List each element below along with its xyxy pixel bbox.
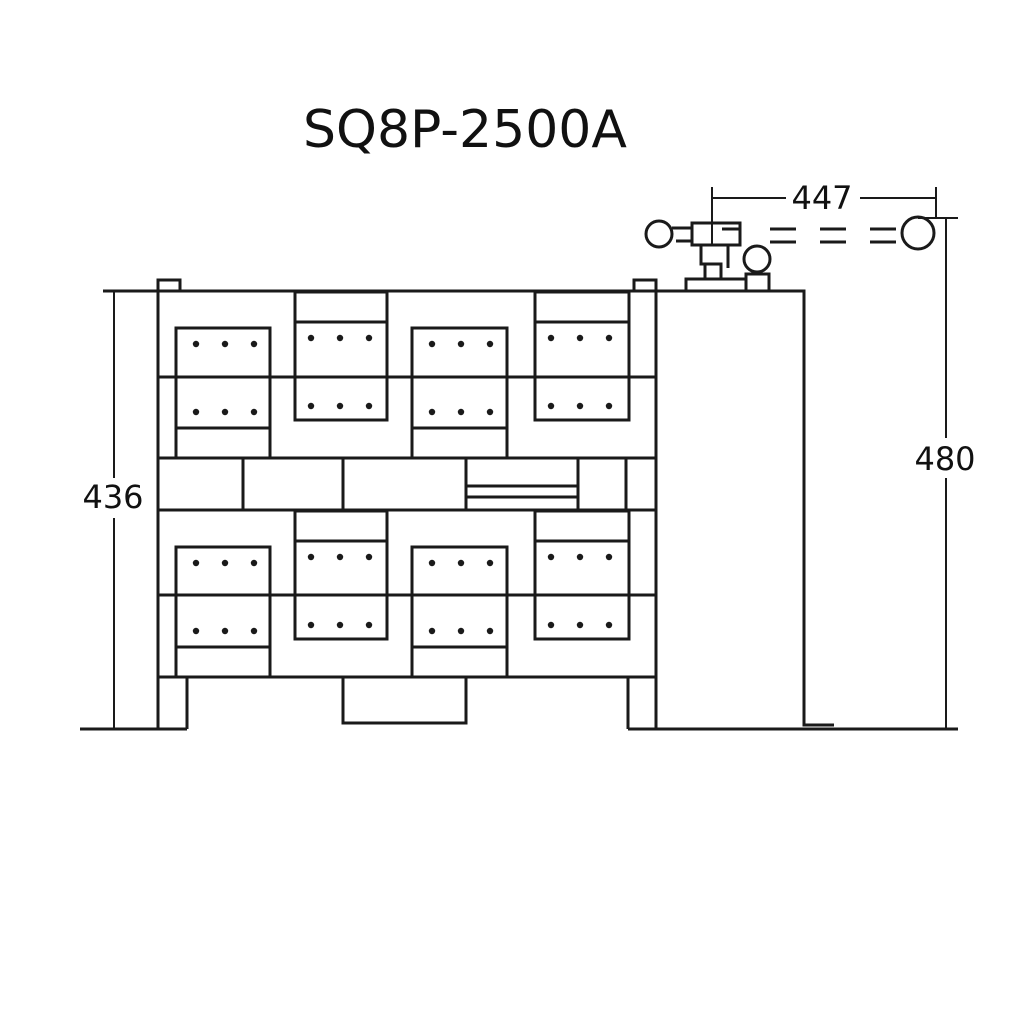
- terminal-dot-icon: [486, 408, 494, 416]
- terminal-dot-icon: [428, 408, 436, 416]
- terminal-dot-icon: [192, 627, 200, 635]
- dimension-height-right: 480: [914, 217, 976, 729]
- terminal-dot-icon: [605, 553, 613, 561]
- terminal-dot-icon: [576, 621, 584, 629]
- terminal-dot-icon: [547, 553, 555, 561]
- terminal-dot-icon: [365, 621, 373, 629]
- terminal-dot-icon: [486, 340, 494, 348]
- terminal-dot-icon: [307, 621, 315, 629]
- terminal-dot-icon: [221, 627, 229, 635]
- terminal-dot-icon: [547, 621, 555, 629]
- model-title: SQ8P-2500A: [303, 100, 627, 160]
- module-cap: [533, 509, 631, 543]
- gauge-icon: [742, 244, 772, 274]
- battery-module: [174, 545, 272, 679]
- terminal-dot-icon: [221, 559, 229, 567]
- battery-module: [293, 320, 389, 422]
- terminal-dot-icon: [250, 559, 258, 567]
- terminal-dot-icon: [307, 402, 315, 410]
- frame: [103, 278, 804, 729]
- battery-module: [293, 539, 389, 641]
- terminal-dot-icon: [576, 402, 584, 410]
- terminal-dot-icon: [336, 334, 344, 342]
- terminal-dot-icon: [486, 627, 494, 635]
- terminal-dot-icon: [250, 340, 258, 348]
- terminal-dot-icon: [428, 627, 436, 635]
- terminal-dot-icon: [457, 408, 465, 416]
- terminal-dot-icon: [547, 402, 555, 410]
- terminal-dot-icon: [576, 553, 584, 561]
- battery-module: [533, 320, 631, 422]
- terminal-dot-icon: [365, 402, 373, 410]
- terminal-dot-icon: [336, 402, 344, 410]
- terminal-dot-icon: [250, 408, 258, 416]
- terminal-dot-icon: [605, 621, 613, 629]
- terminal-dot-icon: [221, 408, 229, 416]
- middle-band: [241, 458, 628, 510]
- terminal-dot-icon: [457, 559, 465, 567]
- module-cap: [293, 290, 389, 324]
- terminal-dot-icon: [457, 627, 465, 635]
- terminal-dot-icon: [457, 340, 465, 348]
- terminal-dot-icon: [486, 559, 494, 567]
- dimension-width: 447: [711, 179, 937, 245]
- handle-knob-icon: [644, 219, 674, 249]
- handle-swing-path: [770, 227, 900, 244]
- handle-knob-extended-icon: [900, 215, 936, 251]
- battery-modules: [174, 290, 631, 679]
- terminal-dot-icon: [221, 340, 229, 348]
- terminal-dot-icon: [605, 334, 613, 342]
- terminal-dot-icon: [428, 340, 436, 348]
- module-cap: [293, 509, 389, 543]
- dimension-height-left-label: 436: [82, 478, 143, 516]
- terminal-dot-icon: [307, 334, 315, 342]
- terminal-dot-icon: [605, 402, 613, 410]
- terminal-dot-icon: [336, 621, 344, 629]
- terminal-dot-icon: [428, 559, 436, 567]
- battery-module: [410, 326, 509, 460]
- terminal-dot-icon: [365, 553, 373, 561]
- terminal-dot-icon: [192, 340, 200, 348]
- valve-mechanism: [644, 215, 936, 293]
- terminal-dot-icon: [250, 627, 258, 635]
- dimension-height-left: 436: [82, 291, 144, 729]
- terminal-dot-icon: [365, 334, 373, 342]
- terminal-dot-icon: [336, 553, 344, 561]
- terminal-dot-icon: [192, 559, 200, 567]
- terminal-dot-icon: [547, 334, 555, 342]
- module-cap: [533, 290, 631, 324]
- terminal-dot-icon: [307, 553, 315, 561]
- battery-module: [174, 326, 272, 460]
- battery-module: [533, 539, 631, 641]
- dimension-height-right-label: 480: [914, 440, 975, 478]
- tank: [656, 289, 834, 727]
- dimension-width-label: 447: [791, 179, 852, 217]
- terminal-dot-icon: [576, 334, 584, 342]
- battery-module: [410, 545, 509, 679]
- terminal-dot-icon: [192, 408, 200, 416]
